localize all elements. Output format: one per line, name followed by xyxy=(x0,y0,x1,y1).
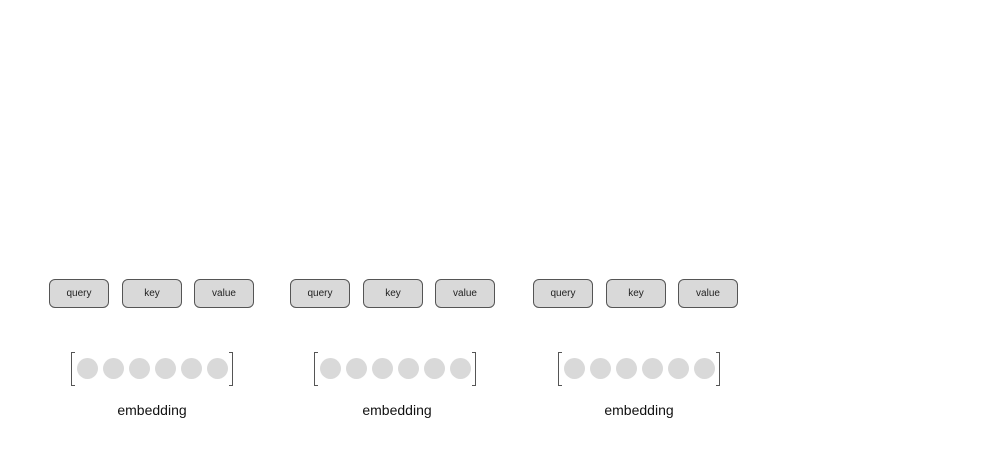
key-box: key xyxy=(122,279,182,308)
key-box: key xyxy=(363,279,423,308)
embedding-dot xyxy=(668,358,689,379)
token-group-3: query key value embedding xyxy=(533,0,773,465)
embedding-dot xyxy=(694,358,715,379)
query-box: query xyxy=(533,279,593,308)
embedding-vector xyxy=(558,352,720,386)
embedding-dot xyxy=(564,358,585,379)
embedding-dot xyxy=(207,358,228,379)
embedding-label: embedding xyxy=(604,402,674,418)
right-bracket xyxy=(229,352,233,386)
embedding-vector xyxy=(314,352,476,386)
query-box: query xyxy=(290,279,350,308)
embedding-dot xyxy=(346,358,367,379)
value-box: value xyxy=(678,279,738,308)
embedding-dot xyxy=(642,358,663,379)
embedding-dot xyxy=(450,358,471,379)
embedding-dot xyxy=(320,358,341,379)
key-box: key xyxy=(606,279,666,308)
left-bracket xyxy=(558,352,562,386)
embedding-dot xyxy=(77,358,98,379)
token-group-1: query key value embedding xyxy=(49,0,289,465)
token-group-2: query key value embedding xyxy=(290,0,530,465)
embedding-dot xyxy=(155,358,176,379)
embedding-label: embedding xyxy=(362,402,432,418)
embedding-dot xyxy=(181,358,202,379)
embedding-dot xyxy=(616,358,637,379)
value-box: value xyxy=(194,279,254,308)
left-bracket xyxy=(71,352,75,386)
embedding-dot xyxy=(424,358,445,379)
left-bracket xyxy=(314,352,318,386)
right-bracket xyxy=(472,352,476,386)
embedding-dot xyxy=(129,358,150,379)
embedding-dot xyxy=(103,358,124,379)
embedding-label: embedding xyxy=(117,402,187,418)
value-box: value xyxy=(435,279,495,308)
embedding-dot xyxy=(398,358,419,379)
embedding-dot xyxy=(372,358,393,379)
embedding-vector xyxy=(71,352,233,386)
query-box: query xyxy=(49,279,109,308)
embedding-dot xyxy=(590,358,611,379)
right-bracket xyxy=(716,352,720,386)
